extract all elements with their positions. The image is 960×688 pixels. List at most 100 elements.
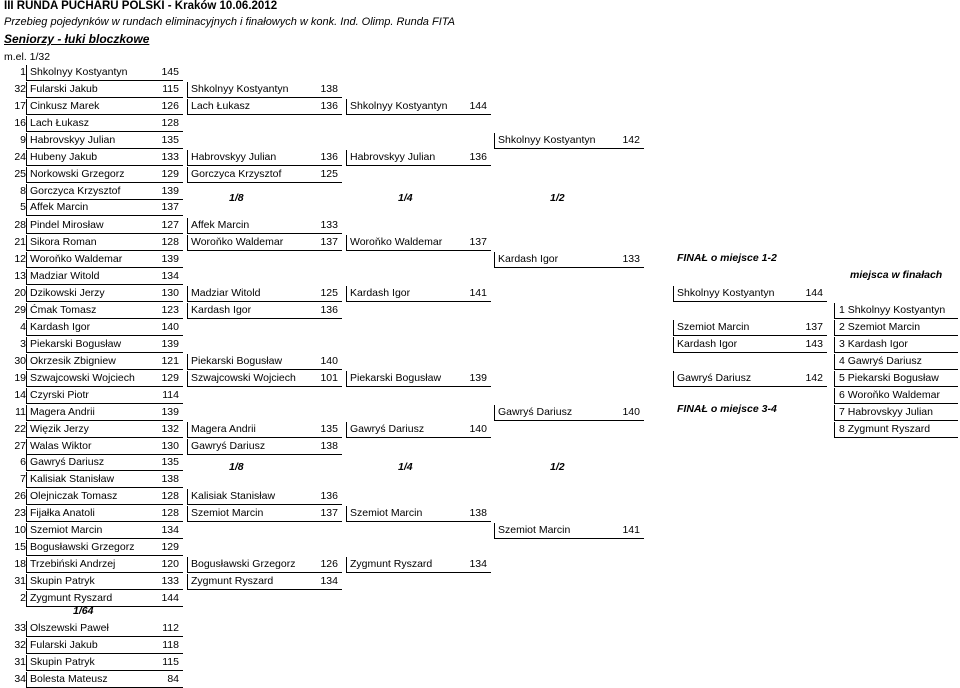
archer-name: Olszewski Paweł — [30, 622, 109, 634]
archer-name: Fularski Jakub — [30, 639, 98, 651]
score: 125 — [320, 287, 338, 299]
score: 137 — [469, 236, 487, 248]
archer-name: Gawryś Dariusz — [677, 372, 752, 384]
archer-name: Madziar Witold — [30, 270, 100, 282]
score: 121 — [161, 355, 179, 367]
placing-text: 4 Gawryś Dariusz — [839, 355, 922, 367]
archer-name: Lach Łukasz — [191, 100, 250, 112]
score: 136 — [320, 490, 338, 502]
score: 144 — [805, 287, 823, 299]
seed-number: 13 — [14, 270, 26, 282]
archer-name: Bolesta Mateusz — [30, 673, 108, 685]
archer-name: Affek Marcin — [30, 201, 89, 213]
places-title: miejsca w finałach — [850, 269, 943, 281]
seed-number: 19 — [14, 372, 26, 384]
score: 129 — [161, 372, 179, 384]
placing-row: 3 Kardash Igor — [834, 337, 958, 353]
score: 133 — [161, 575, 179, 587]
archer-name: Habrovskyy Julian — [191, 151, 277, 163]
archer-name: Bogusławski Grzegorz — [30, 541, 135, 553]
final-3-4-label: FINAŁ o miejsce 3-4 — [677, 403, 777, 415]
round-label-1-64: 1/64 — [73, 605, 94, 617]
score: 133 — [622, 253, 640, 265]
archer-name: Habrovskyy Julian — [350, 151, 436, 163]
placing-text: 3 Kardash Igor — [839, 338, 908, 350]
score: 84 — [167, 673, 179, 685]
quarterfinal-entry: Woroňko Waldemar 137 — [346, 235, 491, 251]
archer-name: Woroňko Waldemar — [350, 236, 443, 248]
archer-name: Affek Marcin — [191, 219, 250, 231]
score: 137 — [320, 236, 338, 248]
archer-name: Gorczyca Krzysztof — [30, 185, 121, 197]
score: 140 — [320, 355, 338, 367]
placing-text: 5 Piekarski Bogusław — [839, 372, 939, 384]
round-16-entry: Habrovskyy Julian 136 — [187, 150, 342, 166]
score: 126 — [161, 100, 179, 112]
score: 145 — [161, 66, 179, 78]
score: 144 — [469, 100, 487, 112]
archer-name: Kardash Igor — [350, 287, 411, 299]
archer-name: Ćmak Tomasz — [30, 304, 97, 316]
seed-number: 30 — [14, 355, 26, 367]
seed-number: 23 — [14, 507, 26, 519]
seed-number: 3 — [20, 338, 26, 350]
round-label-1-4-bottom: 1/4 — [398, 461, 413, 473]
archer-name: Norkowski Grzegorz — [30, 168, 125, 180]
semifinal-entry: Kardash Igor 133 — [494, 252, 644, 268]
score: 135 — [161, 456, 179, 468]
seed-number: 5 — [20, 201, 26, 213]
score: 138 — [469, 507, 487, 519]
seed-number: 25 — [14, 168, 26, 180]
score: 129 — [161, 541, 179, 553]
score: 139 — [161, 406, 179, 418]
score: 139 — [161, 185, 179, 197]
placing-text: 2 Szemiot Marcin — [839, 321, 921, 333]
score: 129 — [161, 168, 179, 180]
round-32-entry: 25 Norkowski Grzegorz 129 — [14, 167, 183, 183]
seed-number: 7 — [20, 473, 26, 485]
seed-number: 10 — [14, 524, 26, 536]
score: 136 — [320, 151, 338, 163]
score: 141 — [622, 524, 640, 536]
score: 130 — [161, 287, 179, 299]
archer-name: Kardash Igor — [498, 253, 559, 265]
score: 126 — [320, 558, 338, 570]
score: 128 — [161, 490, 179, 502]
archer-name: Gawryś Dariusz — [30, 456, 105, 468]
seed-number: 32 — [14, 639, 26, 651]
seed-number: 32 — [14, 83, 26, 95]
score: 136 — [320, 304, 338, 316]
archer-name: Sikora Roman — [30, 236, 97, 248]
score: 115 — [162, 656, 179, 668]
placing-row: 2 Szemiot Marcin — [834, 320, 958, 336]
seed-number: 33 — [14, 622, 26, 634]
seed-number: 15 — [14, 541, 26, 553]
placing-row: 5 Piekarski Bogusław — [834, 371, 958, 387]
archer-name: Trzebiński Andrzej — [30, 558, 116, 570]
archer-name: Szemiot Marcin — [191, 507, 264, 519]
score: 128 — [161, 507, 179, 519]
